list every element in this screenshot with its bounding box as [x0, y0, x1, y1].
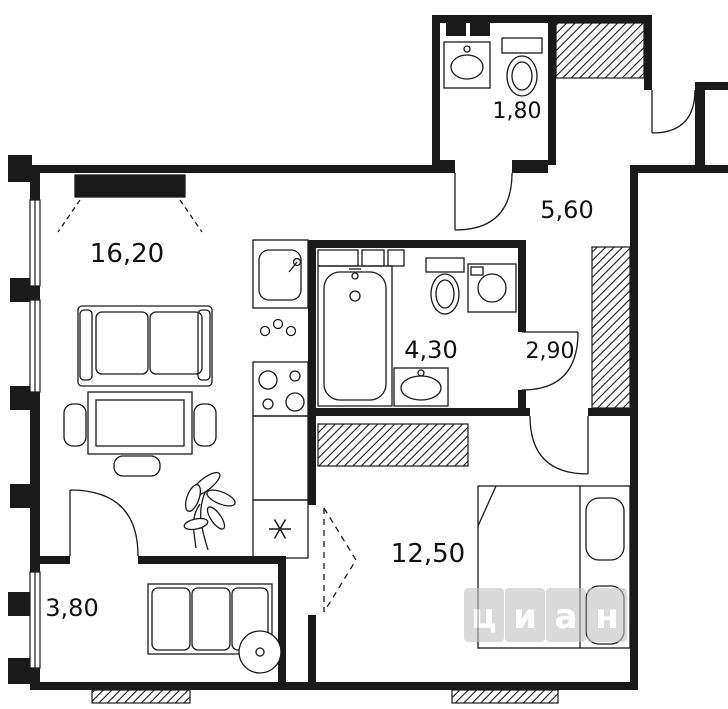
wardrobe-bedroom: [317, 423, 469, 467]
plant-symbol: [183, 471, 236, 551]
watermark-tile: [587, 588, 627, 642]
watermark: ц и а н: [464, 588, 627, 642]
room-labels: 16,20 1,80 5,60 4,30 2,90 12,50 3,80: [45, 99, 593, 622]
wc-sink-symbol: [443, 41, 491, 89]
bathtub-symbol: [317, 265, 393, 407]
round-table-symbol: [238, 630, 282, 674]
windows: [29, 199, 41, 669]
radiator-bottom-left: [91, 689, 191, 704]
door-arc-bedroom: [529, 415, 589, 475]
room-label-living: 16,20: [90, 239, 164, 269]
room-label-bathroom: 4,30: [404, 336, 457, 364]
watermark-letter: ц: [471, 597, 496, 637]
door-arc-balcony: [69, 489, 139, 557]
door-arc-bathroom: [521, 331, 579, 391]
window-living-2: [29, 299, 41, 393]
watermark-tile: [505, 588, 545, 642]
kitchen-hooks-symbol: [259, 318, 297, 337]
hatched-zones: [91, 22, 645, 704]
room-label-corridor: 2,90: [526, 339, 575, 364]
door-dashed-bedroom-fold: [323, 507, 357, 613]
door-arc-entrance: [651, 89, 696, 134]
door-arc-wc-top: [454, 172, 513, 231]
washing-machine-symbol: [467, 263, 517, 313]
balcony-furniture: [147, 583, 282, 674]
fridge-symbol: [252, 499, 309, 559]
wc-top-fixtures: [443, 37, 543, 97]
room-label-bedroom: 12,50: [391, 539, 465, 569]
bathroom-fixtures: [317, 249, 517, 407]
wc-toilet-symbol: [501, 37, 543, 97]
radiator-bottom-right: [451, 689, 559, 704]
kitchen-sink-symbol: [252, 239, 309, 309]
living-room-furniture: [57, 174, 236, 551]
room-label-hallway: 5,60: [540, 196, 593, 224]
doors: [69, 89, 696, 613]
kitchen-furniture: [252, 239, 309, 559]
watermark-letter: и: [513, 597, 537, 637]
dining-table-symbol: [63, 391, 217, 477]
room-label-wc-top: 1,80: [493, 99, 542, 124]
watermark-letter: а: [555, 597, 578, 637]
bathroom-sink-symbol: [393, 367, 449, 407]
toilet-symbol: [425, 257, 465, 315]
wardrobe-right: [591, 246, 631, 409]
window-living-1: [29, 199, 41, 287]
room-label-balcony: 3,80: [45, 594, 98, 622]
window-balcony: [29, 571, 41, 669]
watermark-tile: [546, 588, 586, 642]
sofa-symbol: [77, 305, 213, 387]
stove-symbol: [252, 361, 309, 417]
watermark-letter: н: [595, 597, 619, 637]
closet-top-right: [555, 22, 645, 79]
watermark-tile: [464, 588, 504, 642]
walls: [8, 15, 728, 690]
tv-symbol: [57, 174, 203, 233]
